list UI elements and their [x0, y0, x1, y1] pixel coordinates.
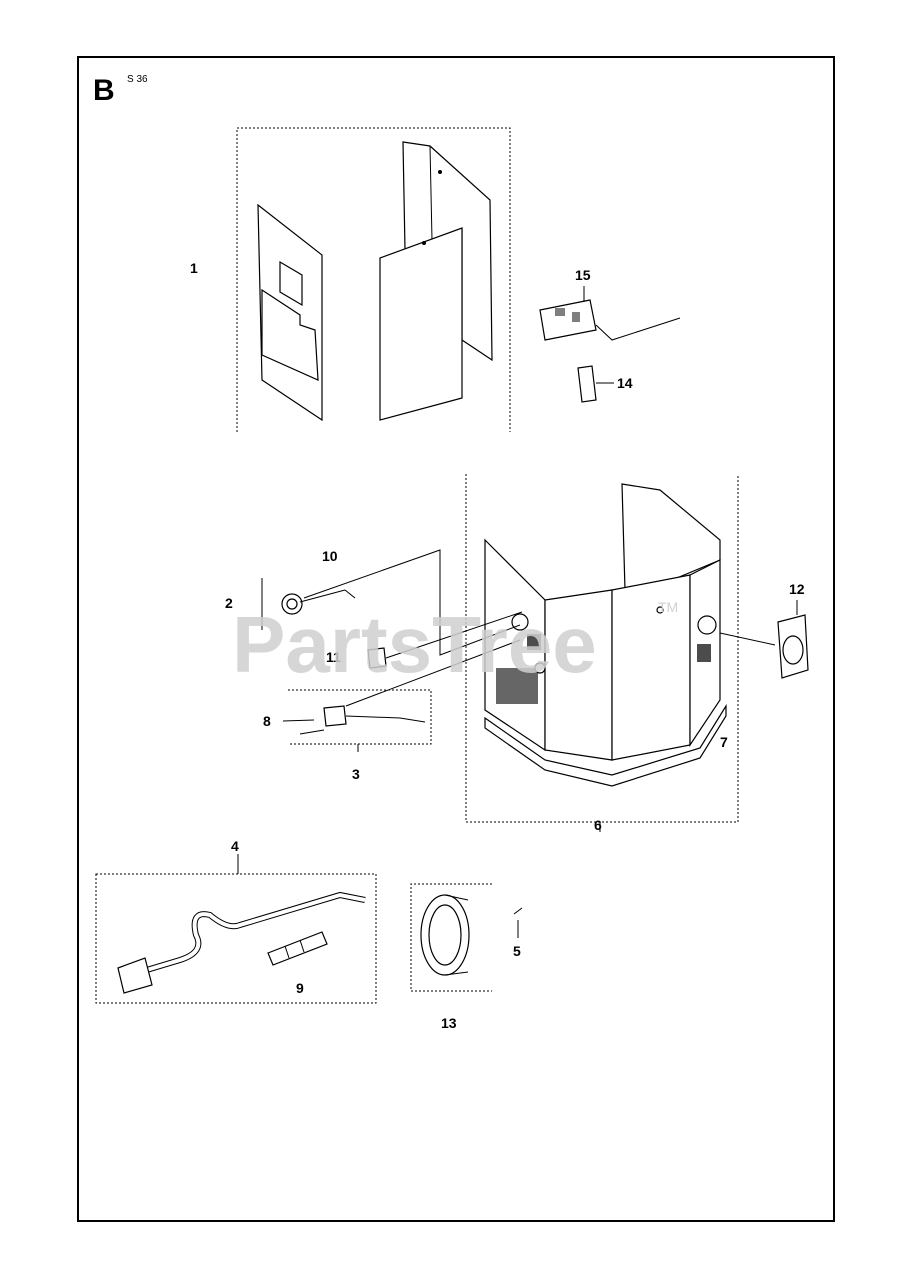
callout-10: 10 — [322, 548, 338, 564]
sheet-code: S 36 — [127, 74, 148, 85]
part-12-fitting[interactable] — [719, 600, 809, 679]
callout-7: 7 — [720, 734, 728, 750]
callout-14: 14 — [617, 375, 633, 391]
part-14-block[interactable] — [577, 365, 614, 403]
part-9-strain-relief[interactable] — [267, 931, 328, 966]
callout-15: 15 — [575, 267, 591, 283]
callout-12: 12 — [789, 581, 805, 597]
part-15-circuit-board[interactable] — [539, 286, 681, 341]
part-2-knob[interactable] — [261, 578, 303, 630]
watermark: PartsTree — [232, 600, 597, 689]
diagram-frame — [77, 56, 835, 1222]
part-6-main-housing[interactable] — [465, 474, 739, 832]
callout-13: 13 — [441, 1015, 457, 1031]
callout-1: 1 — [190, 260, 198, 276]
callout-2: 2 — [225, 595, 233, 611]
callout-6: 6 — [594, 817, 602, 833]
part-8-screws[interactable] — [282, 719, 325, 735]
part-13-ring[interactable] — [410, 883, 492, 992]
callout-8: 8 — [263, 713, 271, 729]
callout-11: 11 — [326, 649, 341, 665]
part-4-power-cord[interactable] — [95, 854, 377, 1004]
part-1-panels[interactable] — [236, 127, 511, 432]
watermark-tm: TM — [658, 599, 678, 615]
part-5-screw[interactable] — [513, 907, 523, 938]
callout-9: 9 — [296, 980, 304, 996]
part-10-rod[interactable] — [299, 549, 521, 656]
callout-5: 5 — [513, 943, 521, 959]
part-11-switch[interactable] — [367, 611, 523, 669]
callout-4: 4 — [231, 838, 239, 854]
part-3-switch-assembly[interactable] — [288, 639, 521, 752]
callout-3: 3 — [352, 766, 360, 782]
section-letter: B — [93, 74, 115, 107]
